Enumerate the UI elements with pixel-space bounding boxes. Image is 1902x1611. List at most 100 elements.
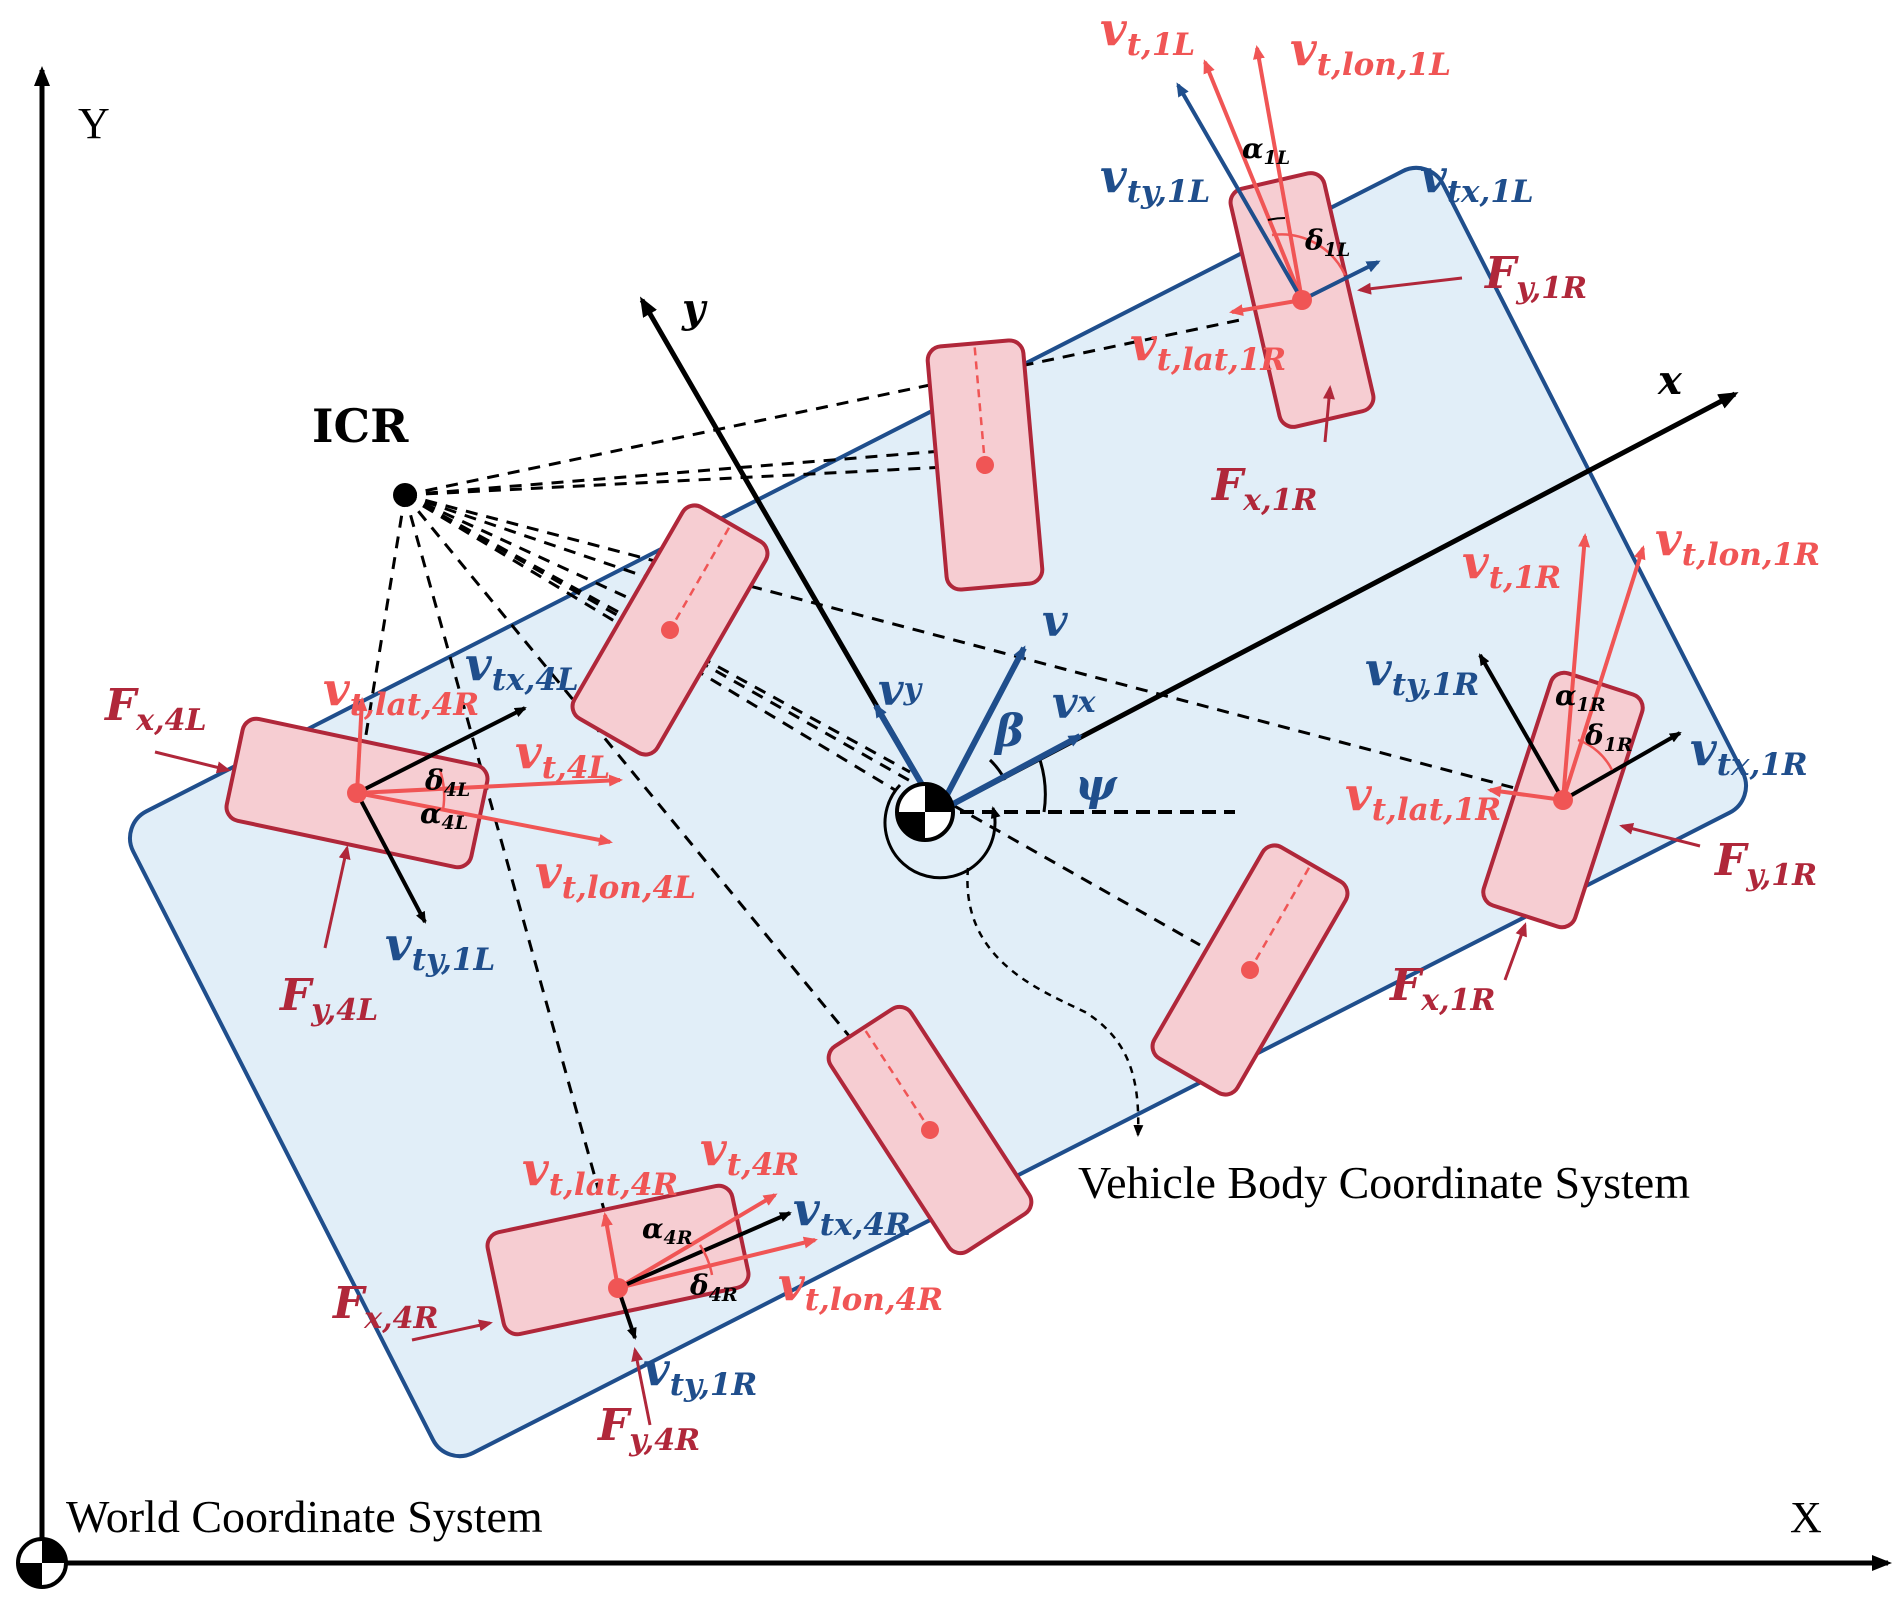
rl-vtlat-arrow — [355, 697, 368, 794]
fy-1r-top-label-symbol: F — [1483, 248, 1519, 299]
fr-fy-arrow — [1619, 822, 1701, 848]
vty-1l-top-label: vty,1L — [1100, 149, 1210, 210]
world-axes — [16, 66, 1892, 1589]
vt-lat-1r-right-label-symbol: v — [1345, 767, 1373, 821]
vt-lon-4r-label: vt,lon,4R — [778, 1257, 943, 1318]
vehicle-axes — [393, 296, 1739, 1137]
fx-1r-right-label: Fx,1R — [1388, 960, 1495, 1018]
fr-hub — [1553, 790, 1573, 810]
fx-4r-label-symbol: F — [331, 1278, 367, 1329]
fy-4l-label-subscript: y,4L — [310, 993, 378, 1028]
vx-symbol: v — [1052, 678, 1078, 729]
wheel-front-middle-top — [925, 338, 1045, 592]
fl-delta-arc — [1271, 233, 1347, 276]
vt-lat-1r-top-label-subscript: t,lat,1R — [1157, 342, 1286, 378]
labels: Y X World Coordinate System Vehicle Body… — [66, 2, 1822, 1542]
delta-1l-label-subscript: 1L — [1324, 239, 1351, 261]
fy-4r-label: Fy,4R — [596, 1400, 700, 1458]
vt-1r-label-subscript: t,1R — [1489, 560, 1561, 596]
vt-lat-4r-label-subscript: t,lat,4R — [350, 687, 479, 723]
vt-lat-4r-bottom-label-symbol: v — [522, 1142, 550, 1196]
world-x-label: X — [1790, 1493, 1822, 1542]
alpha-1r-label-symbol: α — [1555, 679, 1577, 712]
alpha-1l-label-subscript: 1L — [1264, 147, 1291, 169]
vt-1l-label-symbol: v — [1100, 2, 1128, 56]
fx-1r-right-label-subscript: x,1R — [1420, 983, 1495, 1018]
vty-1l-left-label: vty,1L — [385, 917, 495, 978]
icr-label: ICR — [312, 399, 409, 453]
v-arrow — [935, 645, 1027, 814]
fl-vt-arrow — [1203, 59, 1304, 301]
vt-lon-1r-label: vt,lon,1R — [1655, 512, 1820, 573]
rr-vtlat-arrow — [601, 1212, 620, 1289]
wheel-front-middle-top-hub — [976, 456, 994, 474]
vx-label: vx — [1052, 678, 1097, 729]
center-of-mass-icon — [895, 782, 955, 842]
delta-1l-label: δ1L — [1304, 224, 1350, 261]
delta-4r-label: δ4R — [689, 1269, 738, 1306]
wheel-middle-right-centerline — [1248, 867, 1311, 971]
delta-4r-label-subscript: 4R — [709, 1284, 738, 1306]
vy-symbol: v — [878, 665, 904, 716]
fy-4l-label-symbol: F — [278, 970, 314, 1021]
wheel-rear-middle-bottom — [826, 1004, 1034, 1256]
vt-lon-1l-label-symbol: v — [1290, 22, 1318, 76]
vtx-1l-label: vtx,1L — [1420, 149, 1534, 210]
vty-1l-left-label-subscript: ty,1L — [412, 942, 496, 978]
vt-lat-4r-label: vt,lat,4R — [323, 662, 479, 723]
fr-delta-arc — [1577, 738, 1614, 771]
vt-lat-4r-bottom-label-subscript: t,lat,4R — [549, 1167, 678, 1203]
delta-1r-label: δ1R — [1584, 719, 1633, 756]
fl-vty-arrow — [1176, 82, 1304, 301]
rl-fx-arrow — [154, 750, 231, 774]
fx-1r-right-label-symbol: F — [1388, 960, 1424, 1011]
rl-vty-arrow — [355, 792, 427, 924]
delta-4l-label: δ4L — [424, 764, 470, 801]
vtx-1r-label-subscript: tx,1R — [1717, 747, 1808, 783]
alpha-4r-label: α4R — [642, 1212, 693, 1249]
alpha-1r-label-subscript: 1R — [1577, 694, 1606, 716]
vt-lon-4l-label-subscript: t,lon,4L — [562, 870, 696, 906]
fx-4l-label-subscript: x,4L — [135, 703, 206, 738]
delta-1r-label-symbol: δ — [1584, 719, 1604, 752]
vtx-4r-label: vtx,4R — [793, 1182, 911, 1243]
vt-4r-label-symbol: v — [700, 1122, 728, 1176]
icr-lines — [355, 318, 1561, 1261]
vt-lat-1r-top-label-symbol: v — [1130, 317, 1158, 371]
yaw-rate-arc — [883, 783, 1001, 880]
fl-fy-arrow — [1357, 276, 1463, 295]
rl-vtx-arrow — [356, 706, 527, 795]
rr-hub — [608, 1278, 628, 1298]
vt-4l-label-subscript: t,4L — [542, 750, 610, 786]
vt-lat-1r-right-label: vt,lat,1R — [1345, 767, 1501, 828]
beta-label: β — [993, 706, 1024, 757]
fr-vt-arrow — [1561, 533, 1591, 801]
rl-hub — [347, 783, 367, 803]
vty-1r-bottom-label-subscript: ty,1R — [670, 1367, 758, 1403]
fx-1r-top-label: Fx,1R — [1210, 460, 1317, 518]
fy-4r-label-symbol: F — [596, 1400, 632, 1451]
vehicle-system-label: Vehicle Body Coordinate System — [1078, 1157, 1690, 1208]
fl-hub — [1292, 290, 1312, 310]
wheel-rear-middle-bottom-hub — [921, 1121, 939, 1139]
vt-lat-1r-top-label: vt,lat,1R — [1130, 317, 1286, 378]
fr-vty-arrow — [1478, 653, 1565, 801]
vt-4r-label: vt,4R — [700, 1122, 799, 1183]
vtx-1l-label-symbol: v — [1420, 149, 1448, 203]
alpha-4l-label: α4L — [420, 797, 468, 834]
delta-1l-label-symbol: δ — [1304, 224, 1324, 257]
delta-4l-label-symbol: δ — [424, 764, 444, 797]
fr-vtlat-arrow — [1487, 785, 1564, 802]
vt-lon-1l-label-subscript: t,lon,1L — [1317, 47, 1451, 83]
wheel-rear-middle-bottom-centerline — [864, 1030, 932, 1131]
vtx-1r-label-symbol: v — [1690, 722, 1718, 776]
fy-1r-right-label-symbol: F — [1713, 835, 1749, 886]
vt-1r-label: vt,1R — [1462, 535, 1561, 596]
beta-arc — [988, 758, 1007, 781]
fx-1r-top-label-symbol: F — [1210, 460, 1246, 511]
delta-4l-label-subscript: 4L — [444, 779, 471, 801]
fr-vtx-arrow — [1562, 731, 1682, 802]
fy-4l-label: Fy,4L — [278, 970, 378, 1028]
vt-1l-label: vt,1L — [1100, 2, 1195, 63]
vtx-4l-label: vtx,4L — [465, 637, 579, 698]
